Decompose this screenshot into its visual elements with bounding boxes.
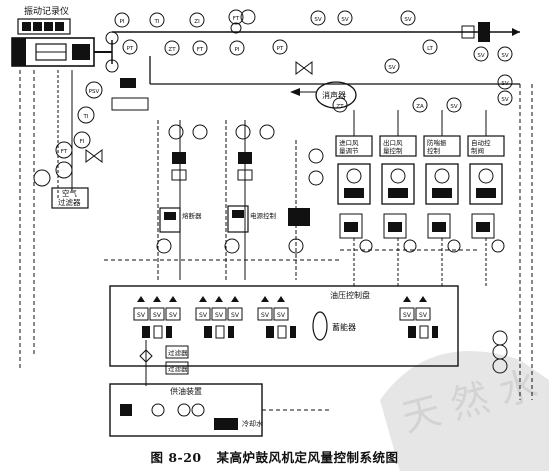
accumulator-label: 蓄能器 — [332, 322, 356, 332]
servo-valve: SV — [133, 296, 149, 321]
instrument-tag: FT — [233, 16, 240, 22]
instrument-tag: FT — [61, 149, 68, 155]
hydraulic-control-panel: 油压控制盘 蓄能器 — [109, 285, 459, 367]
watermark-stamp: 天 然 水 — [380, 351, 549, 471]
instrument-tag: ZA — [416, 104, 424, 110]
instrument-tag: SV — [314, 17, 321, 23]
valve-block-label: 控制 — [427, 146, 441, 155]
caption-number: 图 8-20 — [150, 450, 202, 465]
oil-supply-title: 供油装置 — [170, 386, 202, 396]
air-filter: 空气 过滤器 — [51, 187, 89, 209]
valve-block-label: 自动控 — [471, 138, 491, 147]
valve-actuator — [408, 325, 438, 339]
servo-valve: SV — [211, 296, 227, 321]
valve-block-label: 制阀 — [471, 146, 484, 155]
instrument-tag: PI — [235, 47, 240, 53]
valve-actuator — [204, 325, 234, 339]
instrument-tag: LT — [427, 46, 433, 52]
hydraulic-panel-title: 油压控制盘 — [330, 290, 370, 300]
right-connectors — [104, 84, 533, 400]
valve-block-label: 量控制 — [383, 146, 403, 155]
instrument-tag: PI — [120, 19, 125, 25]
cooler-label: 冷却水 — [242, 419, 263, 428]
instrument-tag: SV — [341, 17, 348, 23]
instrument-tag: SV — [501, 53, 508, 59]
svg-text:SV: SV — [169, 312, 178, 319]
top-instruments — [114, 9, 513, 113]
instrument-tag: SV — [477, 53, 484, 59]
valve-block-label: 进口风 — [339, 139, 359, 147]
instrument-tag: PT — [277, 46, 284, 52]
instrument-tag: PSV — [89, 89, 100, 95]
servo-valve: SV — [257, 296, 273, 321]
oil-supply-unit: 供油装置 冷却水 — [109, 383, 330, 437]
svg-text:SV: SV — [277, 312, 286, 319]
caption-title: 某高炉鼓风机定风量控制系统图 — [216, 450, 399, 465]
instrument-tag: SV — [450, 104, 457, 110]
control-column-a: 熔断器 — [156, 120, 208, 280]
air-filter-label: 空气 过滤器 — [58, 188, 81, 207]
valve-block-label: 量调节 — [339, 146, 359, 155]
instrument-tag: SV — [404, 17, 411, 23]
control-column-c — [288, 140, 324, 280]
instrument-tag: ZI — [194, 19, 200, 25]
svg-text:SV: SV — [261, 312, 270, 319]
air-header — [112, 22, 520, 85]
filter-1-label: 过滤器 — [168, 348, 188, 357]
instrument-tag: SV — [501, 81, 508, 87]
instrument-tag: SV — [388, 65, 395, 71]
column-b-label: 电源控制 — [250, 211, 277, 220]
svg-text:SV: SV — [231, 312, 240, 319]
vibration-recorder: 振动记录仪 — [17, 5, 71, 35]
svg-text:SV: SV — [215, 312, 224, 319]
servo-valve: SV — [415, 296, 431, 321]
valve-actuator — [266, 325, 296, 339]
svg-text:SV: SV — [419, 312, 428, 319]
control-column-b: 电源控制 — [224, 120, 277, 280]
instrument-tag: FT — [197, 47, 204, 53]
blower-compressor — [11, 31, 119, 73]
instrument-tag: ZT — [336, 104, 344, 110]
muffler: 消声器 — [290, 61, 357, 109]
instrument-tag: ZT — [168, 47, 176, 53]
valve-actuator — [142, 325, 172, 339]
servo-valve: SV — [273, 296, 289, 321]
recorder-label: 振动记录仪 — [24, 5, 69, 17]
servo-valve: SV — [149, 296, 165, 321]
servo-valve: SV — [227, 296, 243, 321]
instrument-tag-layer: PI TI ZI FT PT ZT FT PI PT LT SV SV SV SV SV SV SV SV SV ZA… — [61, 16, 509, 155]
instrument-tag: FI — [80, 139, 85, 145]
left-instruments — [19, 70, 149, 370]
instrument-tag: TI — [83, 114, 89, 120]
svg-text:SV: SV — [199, 312, 208, 319]
filter-stack: 过滤器 过滤器 — [139, 340, 189, 386]
figure-caption: 图 8-20 某高炉鼓风机定风量控制系统图 — [0, 447, 549, 466]
instrument-tag: SV — [501, 97, 508, 103]
svg-text:SV: SV — [137, 312, 146, 319]
valve-block-label: 防喘振 — [427, 138, 447, 147]
instrument-tag: TI — [154, 19, 160, 25]
servo-valve: SV — [165, 296, 181, 321]
valve-block-label: 出口风 — [383, 138, 403, 147]
column-a-label: 熔断器 — [182, 211, 202, 220]
servo-valve: SV — [195, 296, 211, 321]
svg-text:SV: SV — [153, 312, 162, 319]
servo-valve: SV — [399, 296, 415, 321]
muffler-label: 消声器 — [322, 90, 346, 100]
filter-2-label: 过滤器 — [168, 364, 188, 373]
instrument-tag: PT — [127, 46, 134, 52]
svg-text:SV: SV — [403, 312, 412, 319]
servo-valve-group: SV SV SV SV SV SV SV SV SV SV — [133, 296, 438, 339]
